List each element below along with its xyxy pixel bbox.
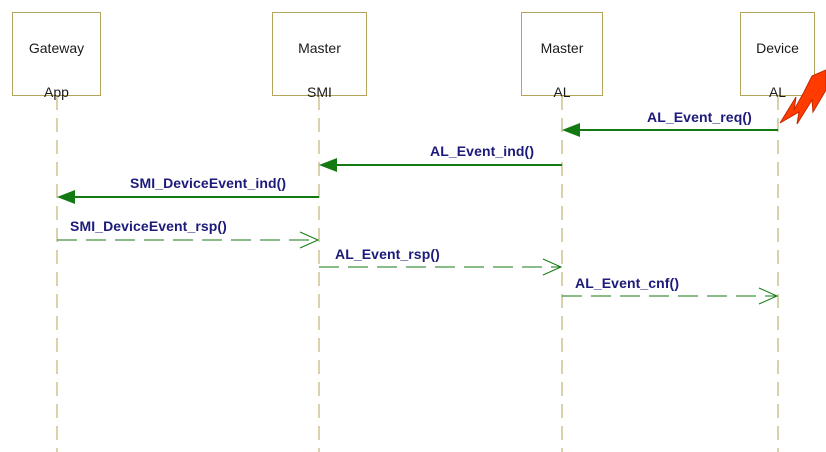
message-al-event-cnf-arrow — [562, 287, 779, 305]
lifeline-label-dal-line1: Device — [756, 40, 799, 56]
message-label-al-event-ind: AL_Event_ind() — [430, 143, 535, 159]
message-smi-deviceevent-ind-arrow — [57, 190, 319, 204]
lifeline-label-mal-line1: Master — [540, 40, 584, 56]
message-smi-deviceevent-rsp-arrow — [57, 231, 320, 249]
lifeline-label-smi-line2: SMI — [307, 84, 332, 100]
lifeline-label-dal-line2: AL — [768, 84, 787, 100]
lifeline-master-al: Master AL — [521, 12, 603, 100]
message-label-al-event-cnf: AL_Event_cnf() — [575, 275, 680, 291]
lifeline-master-smi: Master SMI — [272, 12, 367, 100]
message-al-event-req-arrow — [562, 123, 778, 137]
lifeline-label-mal-line2: AL — [553, 84, 571, 100]
message-label-al-event-req: AL_Event_req() — [647, 109, 752, 125]
lightning-bolt-icon — [779, 69, 826, 125]
lifeline-device-al: Device AL — [740, 12, 815, 100]
lifeline-label-gateway-line2: App — [44, 84, 69, 100]
lifeline-label-gateway-line1: Gateway — [28, 40, 85, 56]
message-label-smi-deviceevent-ind: SMI_DeviceEvent_ind() — [130, 175, 287, 191]
message-al-event-rsp-arrow — [319, 258, 563, 276]
lifeline-gateway-app: Gateway App — [12, 12, 101, 100]
lifeline-label-smi-line1: Master — [298, 40, 341, 56]
message-label-al-event-rsp: AL_Event_rsp() — [335, 246, 440, 262]
message-label-smi-deviceevent-rsp: SMI_DeviceEvent_rsp() — [70, 218, 227, 234]
message-al-event-ind-arrow — [319, 158, 562, 172]
